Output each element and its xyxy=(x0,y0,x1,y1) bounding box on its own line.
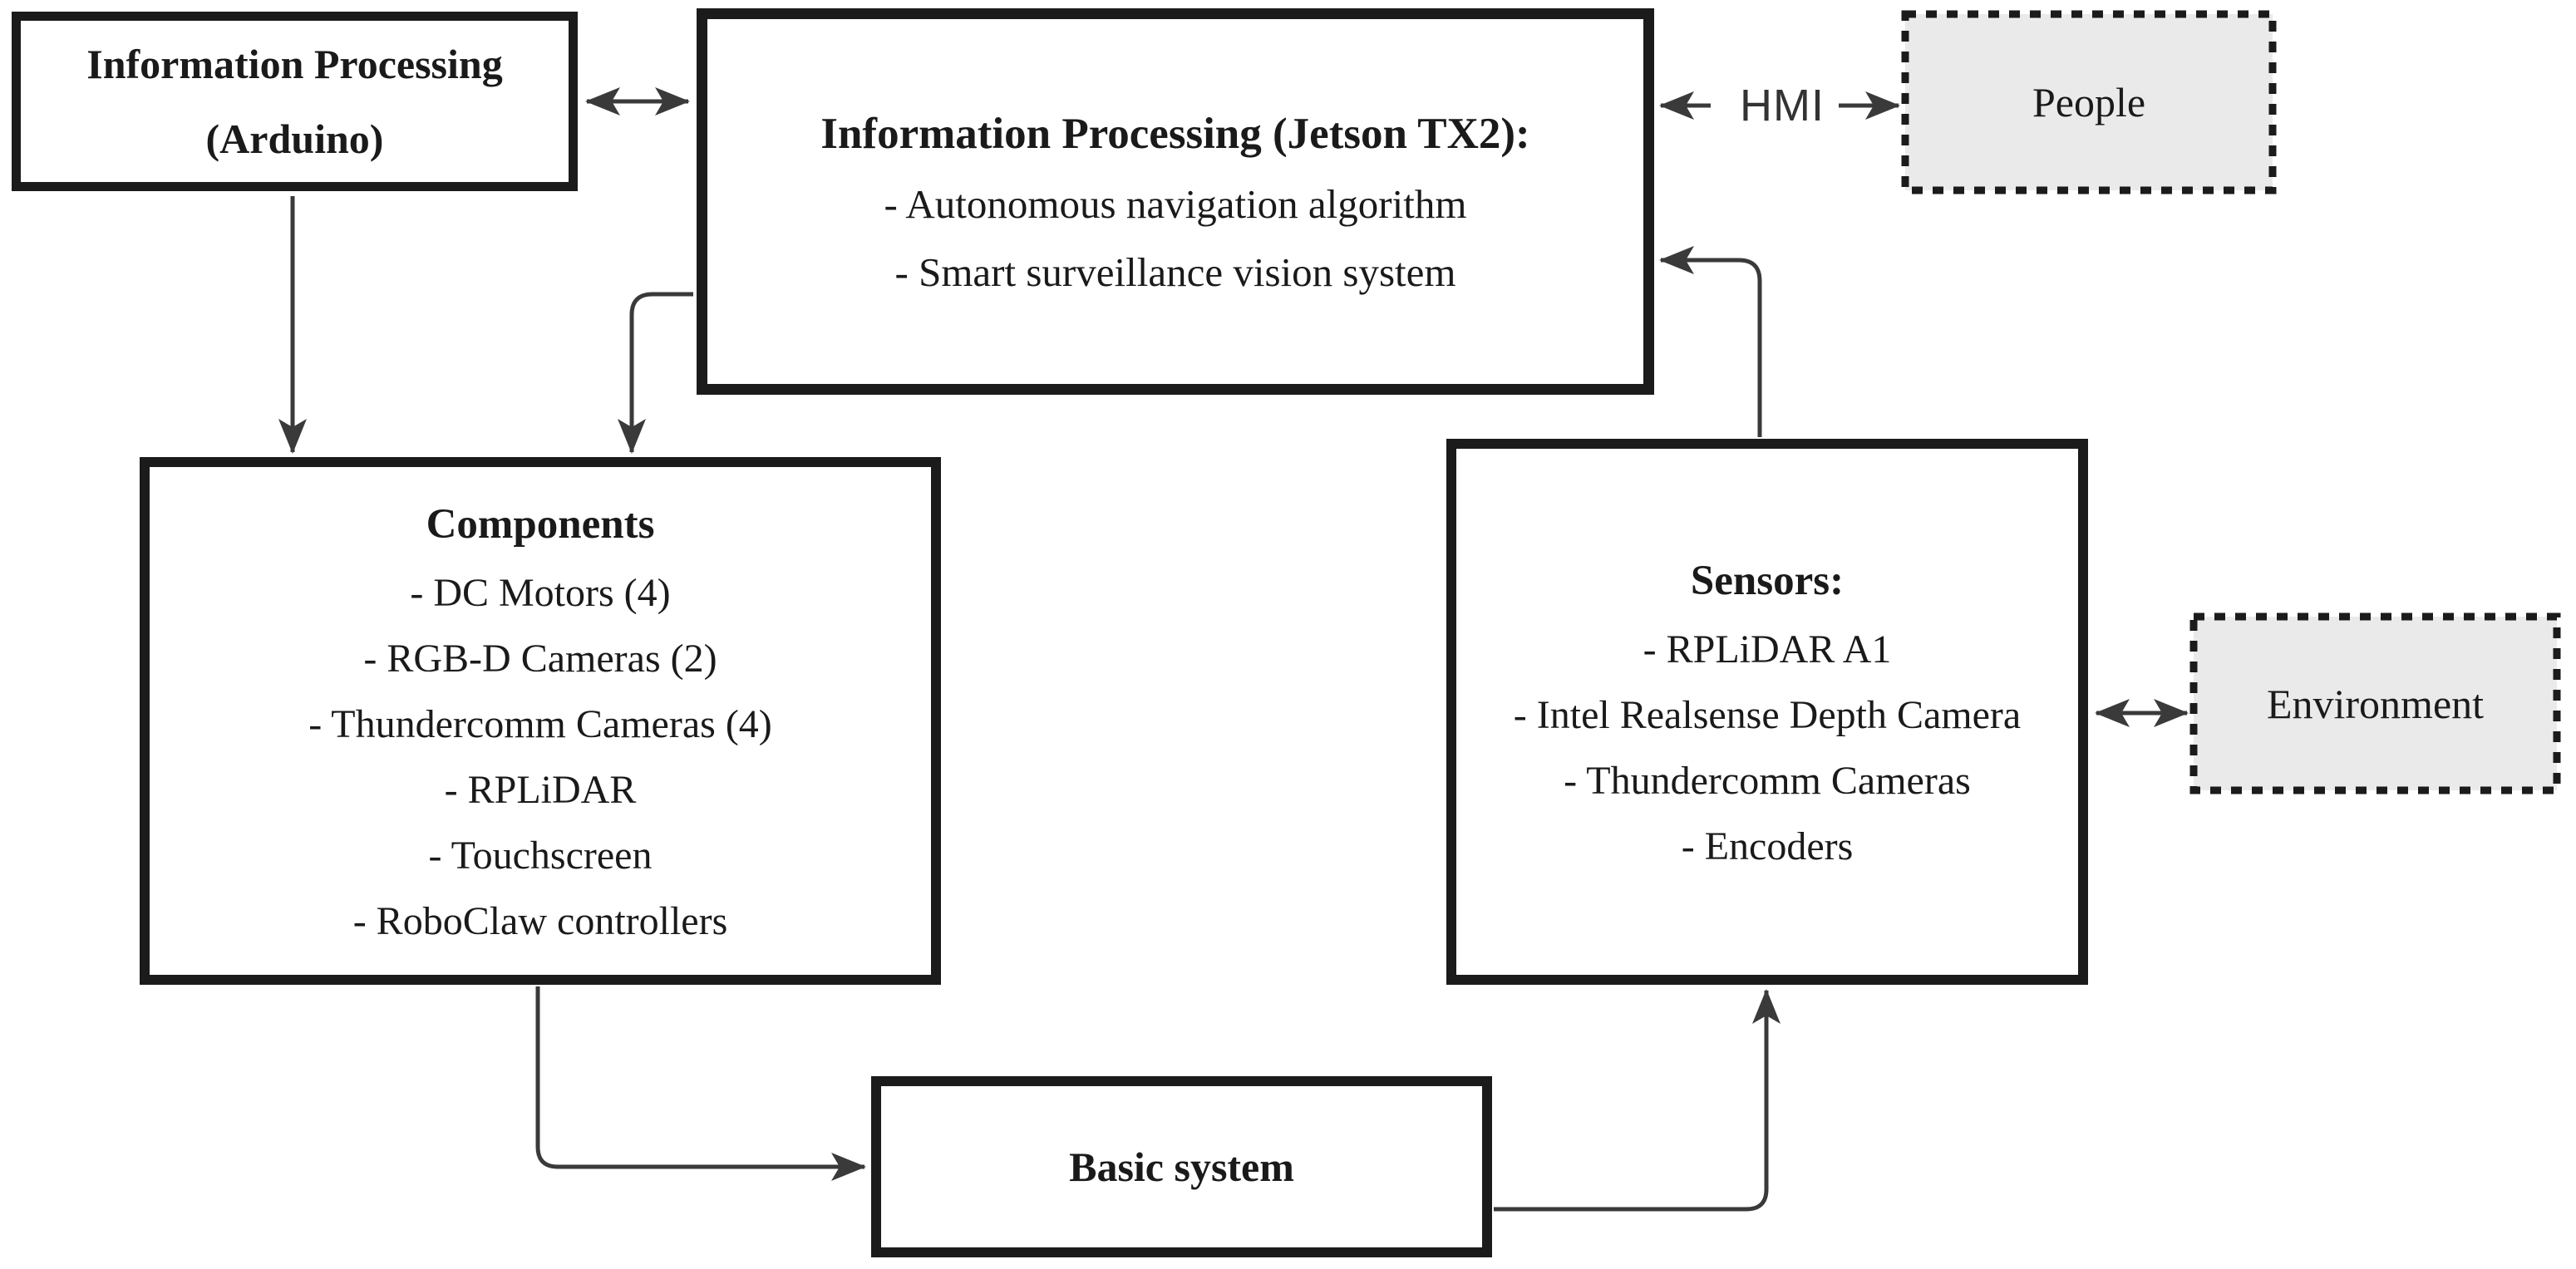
list-item: - Autonomous navigation algorithm xyxy=(884,180,1467,227)
arrow-components-to-basic-system xyxy=(535,986,866,1181)
list-item: - RPLiDAR xyxy=(444,767,637,812)
arrow-sensors-to-jetson xyxy=(1659,246,1762,437)
list-item: Information Processing xyxy=(86,41,503,87)
people-box xyxy=(1901,10,2277,194)
list-item: - Encoders xyxy=(1681,824,1854,868)
arrow-jetson-to-components xyxy=(618,292,693,454)
arduino-box: Information Processing (Arduino) xyxy=(12,12,578,191)
components-box-items: - DC Motors (4) - RGB-D Cameras (2) - Thun… xyxy=(308,560,772,954)
arrow-basic-system-to-sensors xyxy=(1494,989,1781,1212)
basic-system-label: Basic system xyxy=(1069,1144,1294,1190)
list-item: - Intel Realsense Depth Camera xyxy=(1513,692,2022,737)
list-item: - DC Motors (4) xyxy=(410,570,671,615)
sensors-box-items: - RPLiDAR A1 - Intel Realsense Depth Came… xyxy=(1514,617,2021,879)
jetson-box: Information Processing (Jetson TX2): - A… xyxy=(697,8,1654,395)
jetson-box-title: Information Processing (Jetson TX2): xyxy=(820,109,1530,158)
list-item: - RPLiDAR A1 xyxy=(1643,627,1892,671)
components-box-title: Components xyxy=(426,500,655,548)
hmi-label: HMI xyxy=(1740,81,1825,130)
basic-system-box: Basic system xyxy=(871,1076,1492,1257)
sensors-box: Sensors: - RPLiDAR A1 - Intel Realsense D… xyxy=(1446,439,2088,985)
list-item: - Touchscreen xyxy=(428,833,653,878)
environment-label: Environment xyxy=(2266,680,2485,727)
list-item: - Smart surveillance vision system xyxy=(894,248,1456,295)
jetson-box-items: - Autonomous navigation algorithm - Smart… xyxy=(884,170,1467,307)
arduino-box-title: Information Processing (Arduino) xyxy=(86,27,502,176)
list-item: - RGB-D Cameras (2) xyxy=(363,636,717,681)
sensors-box-title: Sensors: xyxy=(1690,557,1845,604)
list-item: - Thundercomm Cameras xyxy=(1564,758,1971,803)
list-item: - RoboClaw controllers xyxy=(352,898,728,943)
list-item: (Arduino) xyxy=(205,116,384,162)
environment-box xyxy=(2189,612,2561,794)
components-box: Components - DC Motors (4) - RGB-D Camera… xyxy=(140,457,941,985)
list-item: - Thundercomm Cameras (4) xyxy=(308,701,772,746)
people-label: People xyxy=(2032,79,2146,125)
